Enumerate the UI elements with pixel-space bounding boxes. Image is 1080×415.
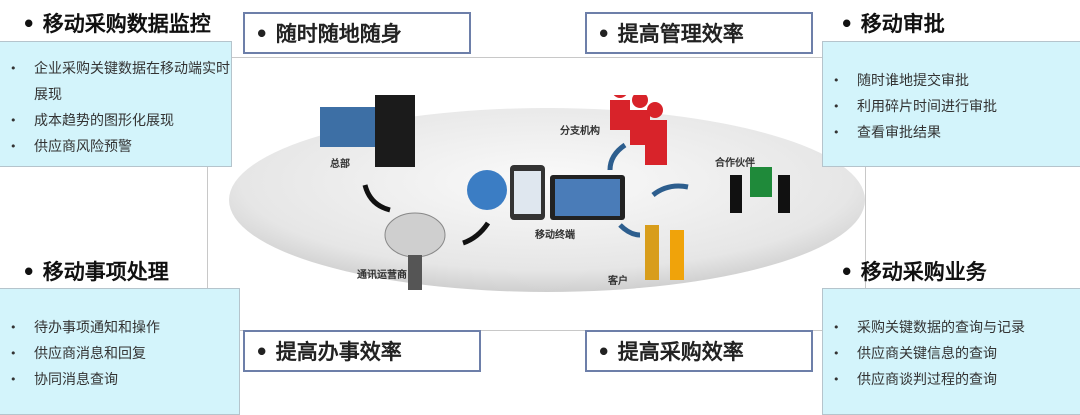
partner-label: 合作伙伴	[715, 158, 755, 169]
network-diagram	[229, 95, 865, 292]
data-monitor-box: 企业采购关键数据在移动端实时展现成本趋势的图形化展现供应商风险预警	[0, 41, 232, 167]
list-item: 成本趋势的图形化展现	[10, 108, 231, 134]
list-item: 采购关键数据的查询与记录	[833, 315, 1080, 341]
list-item: 待办事项通知和操作	[10, 315, 239, 341]
list-item: 供应商关键信息的查询	[833, 341, 1080, 367]
list-item: 利用碎片时间进行审批	[833, 94, 1080, 120]
mobile-devices-icon	[510, 165, 625, 220]
list-item: 供应商消息和回复	[10, 341, 239, 367]
procurement-box: 采购关键数据的查询与记录供应商关键信息的查询供应商谈判过程的查询	[822, 288, 1080, 415]
approval-box: 随时谁地提交审批利用碎片时间进行审批查看审批结果	[822, 41, 1080, 167]
divider	[207, 166, 208, 288]
customer-icon	[645, 225, 684, 280]
list-item: 供应商风险预警	[10, 134, 231, 160]
approval-title: • 移动审批	[840, 12, 945, 36]
arrow-icon	[362, 142, 689, 246]
terminal-label: 移动终端	[535, 230, 575, 241]
task-handling-title: • 移动事项处理	[22, 260, 169, 284]
list-item: 查看审批结果	[833, 120, 1080, 146]
carrier-label: 通讯运营商	[357, 270, 407, 281]
benefit-purchase: • 提高采购效率	[585, 330, 813, 372]
customer-label: 客户	[608, 276, 628, 287]
data-monitor-title: • 移动采购数据监控	[22, 12, 211, 36]
list-item: 协同消息查询	[10, 367, 239, 393]
list-item: 企业采购关键数据在移动端实时展现	[10, 56, 231, 108]
divider	[240, 330, 822, 331]
globe-icon	[467, 170, 507, 210]
benefit-office: • 提高办事效率	[243, 330, 481, 372]
people-icon	[610, 95, 667, 165]
task-handling-box: 待办事项通知和操作供应商消息和回复协同消息查询	[0, 288, 240, 415]
divider	[232, 57, 822, 58]
hq-label: 总部	[330, 159, 350, 170]
list-item: 供应商谈判过程的查询	[833, 367, 1080, 393]
procurement-title: • 移动采购业务	[840, 260, 987, 284]
partners-icon	[730, 167, 790, 213]
list-item: 随时谁地提交审批	[833, 68, 1080, 94]
benefit-management: • 提高管理效率	[585, 12, 813, 54]
headquarters-icon	[320, 95, 415, 167]
branch-label: 分支机构	[560, 126, 600, 137]
satellite-dish-icon	[384, 212, 446, 290]
divider	[865, 166, 866, 288]
benefit-anytime: • 随时随地随身	[243, 12, 471, 54]
